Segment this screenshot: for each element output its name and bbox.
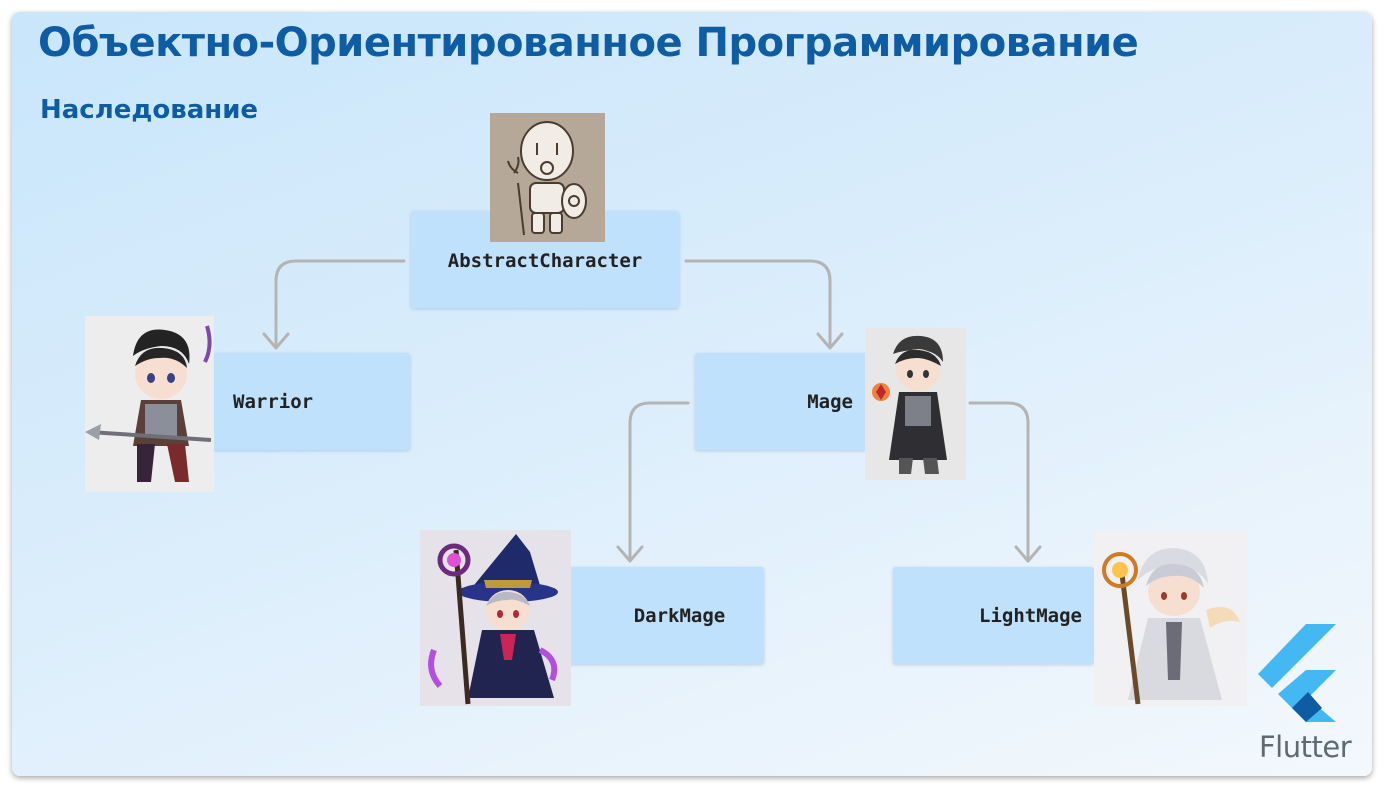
arrow-head-mage (816, 332, 844, 350)
node-label-abstract-character: AbstractCharacter (447, 249, 643, 272)
node-light-mage: LightMage (893, 567, 1094, 664)
dark-mage-portrait (420, 530, 571, 706)
flutter-brand-text: Flutter (1259, 730, 1352, 764)
arrow-head-lightmage (1014, 545, 1042, 563)
flutter-logo-icon (1258, 624, 1336, 722)
node-label-light-mage: LightMage (979, 604, 1082, 627)
inheritance-arrows (262, 259, 1042, 563)
arrow-mage-to-lightmage (968, 401, 1030, 562)
arrow-mage-to-darkmage (628, 401, 690, 562)
arrow-abstract-to-mage (684, 259, 832, 349)
arrow-head-darkmage (616, 545, 644, 563)
page-title: Объектно-Ориентированное Программировани… (38, 20, 1139, 66)
node-warrior: Warrior (213, 353, 410, 450)
mage-portrait (865, 328, 966, 480)
node-label-mage: Mage (807, 390, 853, 413)
node-mage: Mage (695, 353, 867, 450)
node-abstract-character: AbstractCharacter (411, 211, 679, 308)
node-label-warrior: Warrior (233, 390, 314, 413)
page-subtitle: Наследование (40, 95, 259, 125)
slide: Объектно-Ориентированное Программировани… (12, 12, 1372, 776)
node-dark-mage: DarkMage (563, 567, 764, 664)
light-mage-portrait (1094, 530, 1247, 706)
arrow-abstract-to-warrior (274, 259, 406, 349)
abstract-character-portrait (490, 113, 605, 242)
warrior-portrait (85, 316, 214, 492)
node-label-dark-mage: DarkMage (633, 604, 726, 627)
arrow-head-warrior (262, 332, 290, 350)
